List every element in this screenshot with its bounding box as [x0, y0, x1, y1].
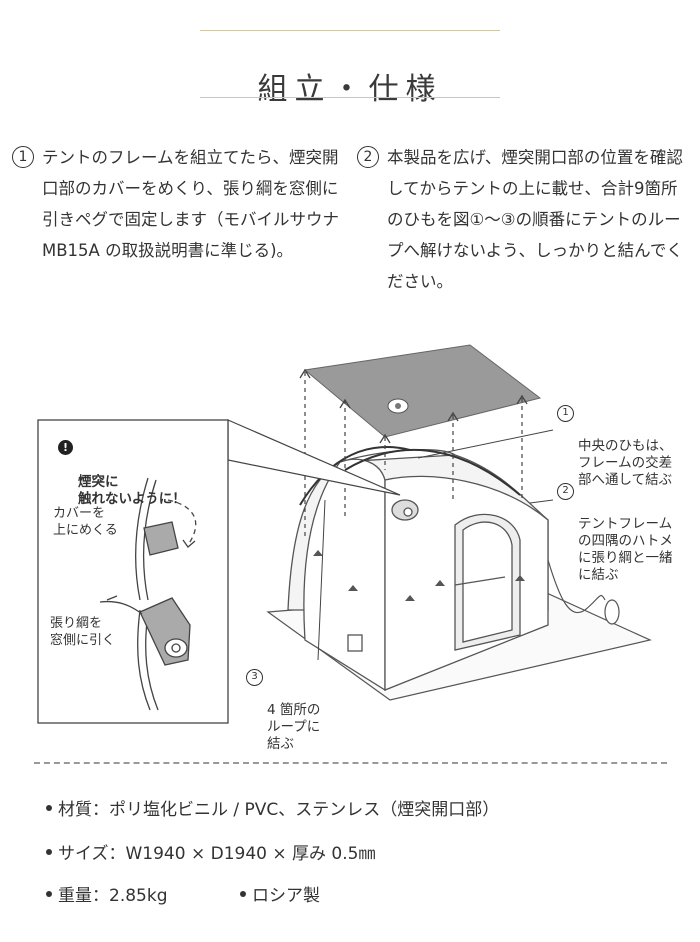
step-text-1: テントのフレームを組立てたら、煙突開口部のカバーをめくり、張り綱を窓側に引きペグ… — [42, 148, 339, 260]
exclamation-circle-icon: ! — [58, 440, 73, 455]
inset-drawing — [99, 477, 197, 711]
spec-origin: ロシア製 — [240, 881, 320, 906]
assembly-illustration — [37, 344, 652, 724]
spec-origin-text: ロシア製 — [252, 886, 320, 906]
callout-number-2: 2 — [557, 483, 574, 500]
title-rule-top — [200, 30, 500, 31]
spec-size-text: サイズ：W1940 × D1940 × 厚み 0.5㎜ — [58, 844, 376, 864]
rope-weight — [604, 599, 620, 625]
inset-warning: ! 煙突に 触れないように！ — [58, 440, 186, 525]
spec-weight-text: 重量：2.85kg — [58, 886, 168, 906]
step-2: 2 本製品を広げ、煙突開口部の位置を確認してからテントの上に載せ、合計9箇所のひ… — [357, 142, 692, 297]
page-title: 組立・仕様 — [257, 72, 443, 108]
cover-sheet — [303, 344, 542, 438]
bullet-icon — [46, 849, 52, 855]
cover-chimney-center — [395, 403, 401, 409]
callout-text-3: 4 箇所の ループに 結ぶ — [267, 702, 321, 752]
guy-rope — [547, 559, 606, 614]
callout-leaders — [317, 429, 554, 661]
callout-text-2: テントフレーム の四隅のハトメ に張り綱と一緒 に結ぶ — [578, 516, 673, 583]
callout-number-3: 3 — [246, 669, 263, 686]
guide-arrows — [299, 368, 528, 444]
spec-size: サイズ：W1940 × D1940 × 厚み 0.5㎜ — [46, 839, 375, 864]
callout-number-1: 1 — [557, 405, 574, 422]
step-1: 1 テントのフレームを組立てたら、煙突開口部のカバーをめくり、張り綱を窓側に引き… — [12, 142, 342, 266]
callout-3: 3 4 箇所の ループに 結ぶ — [246, 668, 320, 770]
inset-cover-label: カバーを 上にめくる — [53, 506, 118, 538]
spec-weight: 重量：2.85kg — [46, 881, 168, 906]
callout-1: 1 中央のひもは、 フレームの交差 部へ通して結ぶ — [557, 404, 673, 506]
inset-frame — [37, 419, 229, 724]
bullet-icon — [46, 891, 52, 897]
inset-rope-label: 張り綱を 窓側に引く — [50, 616, 116, 648]
spec-material-text: 材質：ポリ塩化ビニル / PVC、ステンレス（煙突開口部） — [58, 800, 500, 820]
callout-text-1: 中央のひもは、 フレームの交差 部へ通して結ぶ — [578, 438, 673, 488]
tent-markers — [313, 550, 525, 601]
section-divider — [34, 762, 667, 764]
bullet-icon — [240, 891, 246, 897]
step-number-1: 1 — [12, 146, 34, 168]
bullet-icon — [46, 805, 52, 811]
step-text-2: 本製品を広げ、煙突開口部の位置を確認してからテントの上に載せ、合計9箇所のひもを… — [387, 148, 683, 291]
title-rule-bottom — [200, 97, 500, 98]
spec-material: 材質：ポリ塩化ビニル / PVC、ステンレス（煙突開口部） — [46, 795, 499, 820]
step-number-2: 2 — [357, 146, 379, 168]
callout-2: 2 テントフレーム の四隅のハトメ に張り綱と一緒 に結ぶ — [557, 482, 673, 601]
inset-warning-text: 煙突に 触れないように！ — [78, 474, 186, 507]
